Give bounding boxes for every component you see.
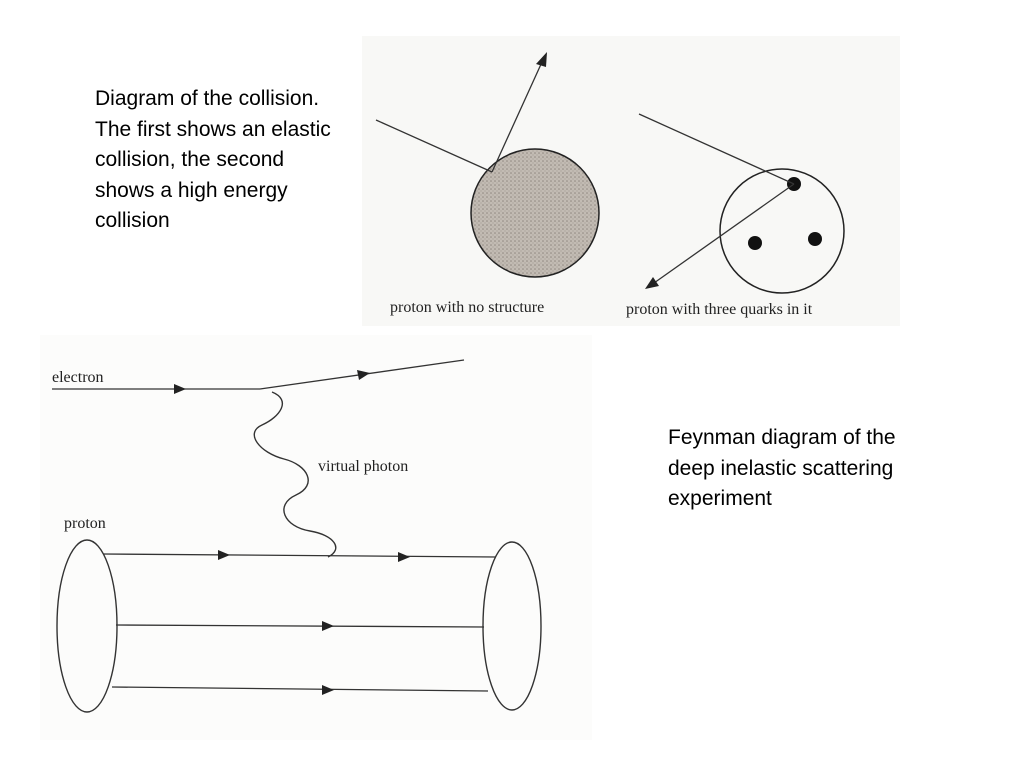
spectator-quark-arrow-1	[322, 621, 334, 631]
quark-2	[748, 236, 762, 250]
struck-quark-arrow-2	[398, 552, 410, 562]
proton-right-ellipse	[482, 541, 542, 711]
label-no-structure: proton with no structure	[390, 299, 544, 316]
proton-left-ellipse	[56, 539, 118, 713]
quark-3	[808, 232, 822, 246]
incoming-electron-track-2	[638, 113, 795, 185]
elastic-scattered-track	[491, 61, 543, 173]
collision-caption: Diagram of the collision. The first show…	[95, 87, 331, 232]
label-virtual-photon: virtual photon	[318, 458, 408, 475]
virtual-photon-wave	[253, 391, 337, 558]
quark-proton	[719, 168, 845, 294]
spectator-quark-line-2	[111, 686, 489, 692]
outgoing-electron-arrow	[357, 370, 370, 380]
struck-quark-arrow-1	[218, 550, 230, 560]
feynman-diagram: electron virtual photon proton	[40, 335, 592, 740]
structureless-proton	[470, 148, 600, 278]
deflection-arrowhead	[645, 277, 659, 289]
spectator-quark-arrow-2	[322, 685, 334, 695]
deflected-track	[653, 183, 795, 284]
label-three-quarks: proton with three quarks in it	[626, 301, 813, 318]
label-electron: electron	[52, 369, 104, 386]
feynman-caption: Feynman diagram of the deep inelastic sc…	[668, 426, 896, 510]
incoming-electron-track-1	[375, 119, 493, 173]
incoming-electron-arrow	[174, 384, 186, 394]
spectator-quark-line-1	[115, 624, 485, 628]
struck-quark-line	[102, 553, 497, 558]
label-proton: proton	[64, 515, 106, 532]
elastic-scatter-arrowhead	[536, 52, 547, 67]
collision-diagram: proton with no structure proton with thr…	[362, 36, 900, 326]
